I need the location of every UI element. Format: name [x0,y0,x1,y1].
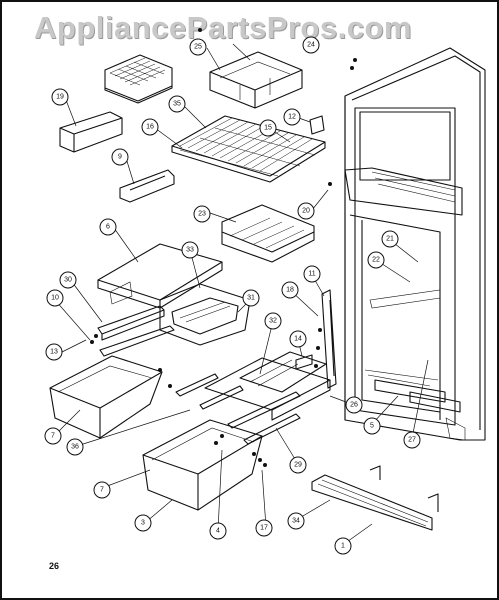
svg-text:1: 1 [341,543,345,550]
part-34-kick-plate [311,474,433,531]
svg-text:18: 18 [286,287,294,294]
svg-text:3: 3 [141,520,145,527]
part-3-lower-drawer [142,419,263,511]
callout-35: 35 [168,95,186,113]
svg-text:7: 7 [100,487,104,494]
svg-text:32: 32 [269,318,277,325]
callout-30: 30 [59,271,77,289]
part-clip-left [369,465,381,480]
callout-11: 11 [303,265,321,283]
callout-19: 19 [51,88,69,106]
callout-1: 1 [334,537,352,555]
part-7-crisper-drawer-upper [49,355,163,439]
svg-text:22: 22 [372,257,380,264]
callout-5: 5 [363,417,381,435]
svg-text:5: 5 [370,423,374,430]
callout-31: 31 [242,289,260,307]
part-ice-rack [104,54,173,104]
svg-text:35: 35 [173,101,181,108]
callout-3: 3 [134,514,152,532]
svg-text:24: 24 [307,42,315,49]
callout-36: 36 [66,438,84,456]
screws [90,28,357,467]
svg-text:27: 27 [408,437,416,444]
callout-13: 13 [45,343,63,361]
part-24-basket [209,51,303,109]
callout-14: 14 [289,330,307,348]
callout-27: 27 [403,431,421,449]
callout-4: 4 [209,522,227,540]
callout-18: 18 [281,281,299,299]
part-23-wire-shelf [221,204,315,263]
svg-text:13: 13 [50,349,58,356]
callout-24: 24 [302,36,320,54]
callout-21: 21 [381,230,399,248]
svg-text:7: 7 [51,433,55,440]
svg-text:15: 15 [264,125,272,132]
svg-text:16: 16 [146,124,154,131]
svg-text:14: 14 [294,336,302,343]
part-9-rail [119,169,175,203]
callout-29: 29 [289,456,307,474]
callout-25: 25 [189,38,207,56]
svg-text:36: 36 [71,444,79,451]
svg-text:33: 33 [186,247,194,254]
callout-33: 33 [181,241,199,259]
svg-text:17: 17 [260,525,268,532]
svg-text:29: 29 [294,462,302,469]
svg-text:30: 30 [64,277,72,284]
part-6-crisper-cover [97,243,223,309]
svg-text:6: 6 [106,224,110,231]
callout-12: 12 [283,108,301,126]
callout-9: 9 [111,148,129,166]
callout-17: 17 [255,519,273,537]
svg-text:12: 12 [288,114,296,121]
callout-26: 26 [345,396,363,414]
part-30-rail [97,305,165,341]
part-32-frame-lower [175,351,331,421]
part-clip-right [427,493,439,512]
callout-34: 34 [287,512,305,530]
part-16-freezer-shelf [171,115,326,183]
callout-23: 23 [193,205,211,223]
svg-text:21: 21 [386,236,394,243]
callout-7-lower: 7 [93,481,111,499]
svg-text:19: 19 [56,94,64,101]
svg-text:20: 20 [302,208,310,215]
svg-text:9: 9 [118,154,122,161]
callout-6: 6 [99,218,117,236]
part-29-slide [227,391,301,445]
svg-text:11: 11 [308,271,315,278]
svg-text:10: 10 [51,295,59,302]
svg-text:26: 26 [350,402,358,409]
watermark: AppliancePartsPros.com [34,10,412,45]
callout-16: 16 [141,118,159,136]
svg-text:4: 4 [216,528,220,535]
svg-text:34: 34 [292,518,300,525]
callout-32: 32 [264,312,282,330]
refrigerator-cabinet [344,47,486,441]
part-rail-left [99,325,175,357]
callout-15: 15 [259,119,277,137]
part-19-tray [59,111,123,153]
svg-text:25: 25 [194,44,202,51]
part-11-rail [321,289,337,389]
svg-text:23: 23 [198,211,206,218]
callout-10: 10 [46,289,64,307]
callout-20: 20 [297,202,315,220]
callout-7-upper: 7 [44,427,62,445]
part-12-clip [309,115,325,135]
part-14-bracket [295,354,313,370]
callout-22: 22 [367,251,385,269]
part-31-frame [159,283,251,346]
callouts: 19 25 24 35 16 15 12 9 23 20 6 33 30 10 … [44,36,421,555]
svg-text:31: 31 [247,295,255,302]
page-number: 26 [49,561,60,571]
